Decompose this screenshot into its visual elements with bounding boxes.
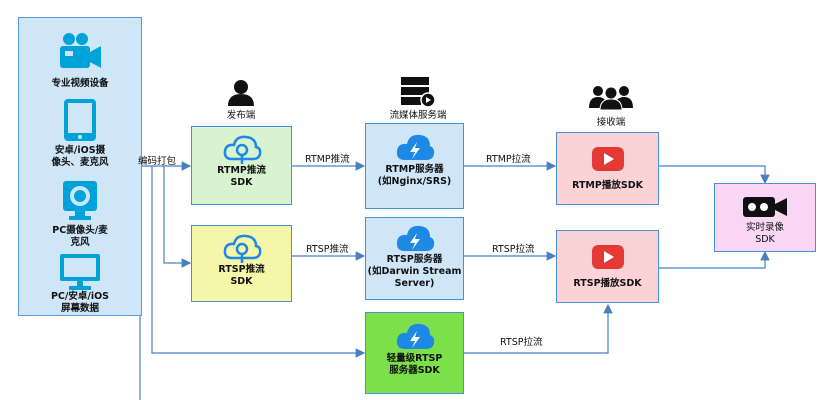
edge-label-rtmp-push: RTMP推流 <box>305 154 350 165</box>
light-rtsp-server-label: 轻量级RTSP 服务器SDK <box>386 353 443 376</box>
source-label-pc-camera: PC摄像头/麦 克风 <box>52 225 108 248</box>
webcam-icon <box>63 181 97 220</box>
light-rtsp-server-node: 轻量级RTSP 服务器SDK <box>365 312 464 394</box>
header-publisher: 发布端 <box>226 110 256 121</box>
rtmp-server-label: RTMP服务器 (如Nginx/SRS) <box>377 164 452 187</box>
rtsp-player-label: RTSP播放SDK <box>573 278 642 289</box>
rtsp-push-sdk-node: RTSP推流 SDK <box>191 225 292 302</box>
source-label-screen: PC/安卓/iOS 屏幕数据 <box>50 291 110 314</box>
rtmp-push-label: RTMP推流 SDK <box>217 165 266 188</box>
source-label-pro-video: 专业视频设备 <box>51 78 109 89</box>
edge-label-rtsp-pull-light: RTSP拉流 <box>500 337 543 348</box>
source-devices-panel: 专业视频设备 安卓/iOS摄 像头、麦克风 PC摄像头/麦 克风 PC/安卓/i… <box>18 17 142 316</box>
source-label-mobile: 安卓/iOS摄 像头、麦克风 <box>51 145 109 168</box>
rtmp-player-node: RTMP播放SDK <box>556 132 659 205</box>
cloud-upload-icon <box>223 234 261 263</box>
recorder-label: 实时录像 SDK <box>745 222 784 245</box>
cloud-lightning-icon <box>396 225 434 251</box>
play-button-icon <box>591 147 624 171</box>
edge-label-rtsp-pull: RTSP拉流 <box>492 244 535 255</box>
rtsp-server-node: RTSP服务器 (如Darwin Stream Server) <box>365 217 464 300</box>
rtmp-player-label: RTMP播放SDK <box>572 180 643 191</box>
edge-label-rtmp-pull: RTMP拉流 <box>486 154 531 165</box>
tablet-icon <box>64 99 96 141</box>
monitor-icon <box>60 254 100 290</box>
user-icon <box>228 80 254 106</box>
arrow-rtmp-to-recorder <box>659 165 770 185</box>
video-recorder-icon <box>743 197 787 217</box>
rtmp-server-node: RTMP服务器 (如Nginx/SRS) <box>365 123 464 209</box>
rtsp-player-node: RTSP播放SDK <box>556 230 659 303</box>
header-server: 流媒体服务端 <box>389 110 447 121</box>
play-button-icon <box>591 245 624 269</box>
arrow-to-light-server <box>151 166 366 358</box>
cloud-lightning-icon <box>396 134 434 160</box>
recorder-node: 实时录像 SDK <box>714 183 816 252</box>
rtsp-push-label: RTSP推流 SDK <box>218 264 265 287</box>
arrow-rtsp-pull-light <box>464 303 613 354</box>
rtsp-server-label: RTSP服务器 (如Darwin Stream Server) <box>367 254 462 289</box>
header-receiver: 接收端 <box>596 117 626 128</box>
cloud-upload-icon <box>223 135 261 164</box>
encode-label: 编码打包 <box>138 156 177 167</box>
server-icon <box>401 77 436 108</box>
users-group-icon <box>589 86 633 110</box>
arrow-rtsp-to-recorder <box>659 250 770 269</box>
video-camera-icon <box>60 33 101 68</box>
cloud-lightning-icon <box>396 323 434 349</box>
arrow-to-rtsp-push <box>163 166 192 268</box>
rtmp-push-sdk-node: RTMP推流 SDK <box>191 126 292 205</box>
edge-label-rtsp-push: RTSP推流 <box>306 244 349 255</box>
